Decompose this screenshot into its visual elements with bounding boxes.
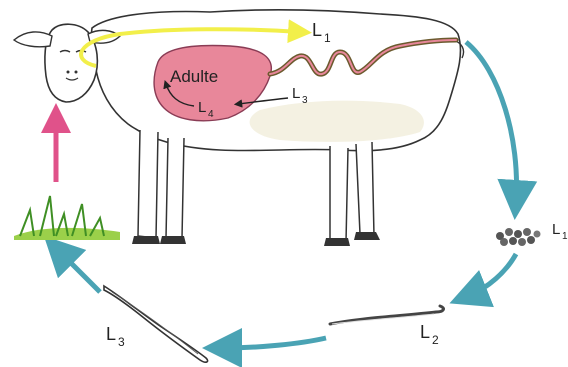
svg-text:1: 1	[562, 231, 568, 242]
svg-text:L: L	[292, 85, 300, 102]
label-l1-right: L 1	[552, 221, 568, 242]
svg-text:3: 3	[118, 335, 125, 349]
grass-icon	[14, 196, 120, 240]
svg-text:3: 3	[302, 95, 308, 106]
label-l2: L 2	[420, 322, 439, 347]
label-adult: Adulte	[170, 67, 218, 86]
svg-text:L: L	[312, 20, 322, 40]
svg-text:L: L	[420, 322, 430, 342]
larva-l3-icon	[104, 286, 208, 362]
svg-text:L: L	[106, 324, 116, 344]
svg-text:L: L	[198, 99, 206, 116]
svg-text:L: L	[552, 221, 560, 238]
label-l3-bottom: L 3	[106, 324, 125, 349]
egg-cluster-icon	[496, 228, 541, 246]
svg-text:2: 2	[432, 333, 439, 347]
svg-text:1: 1	[324, 31, 331, 45]
svg-text:4: 4	[208, 109, 214, 120]
